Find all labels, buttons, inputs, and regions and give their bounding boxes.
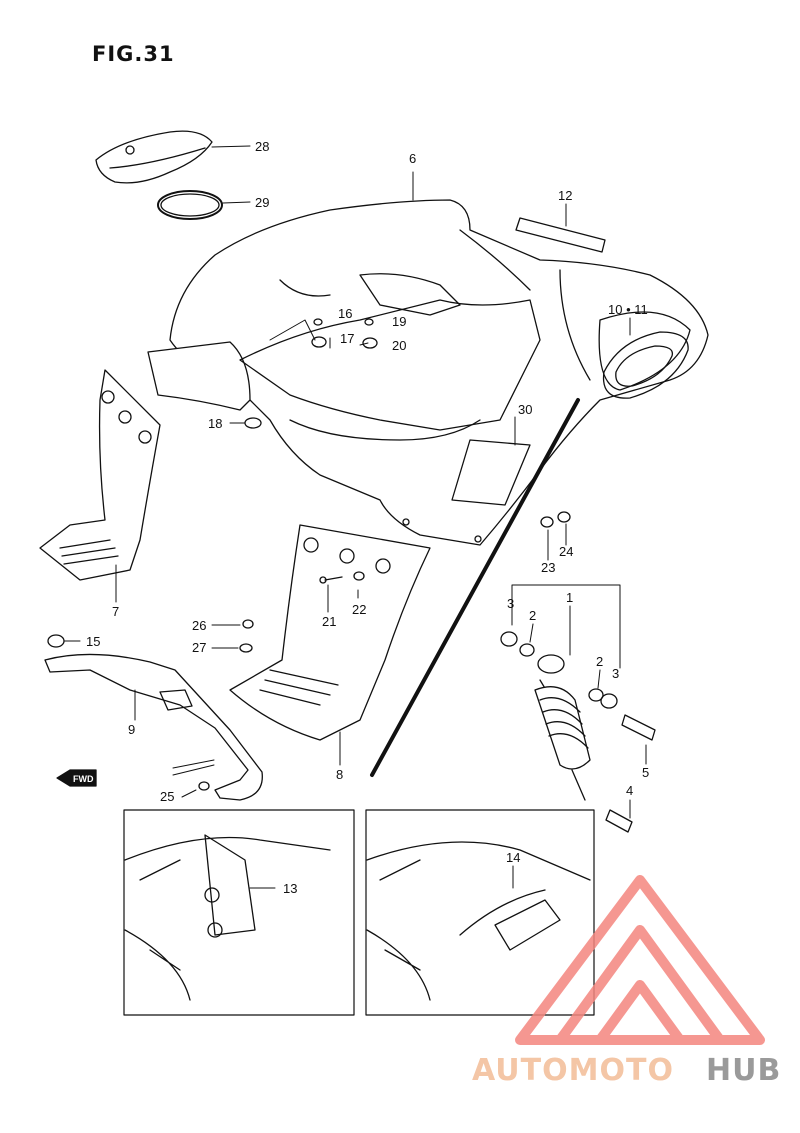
part-number-labels: 28 29 6 12 10 • 11 16 19 17 20 18 30 7 2… xyxy=(73,139,649,896)
label-8: 8 xyxy=(336,767,343,782)
part-5-bolt xyxy=(621,714,656,741)
part-10-11-emblem xyxy=(602,331,689,399)
label-15: 15 xyxy=(86,634,100,649)
label-9: 9 xyxy=(128,722,135,737)
part-24-nut xyxy=(557,511,571,523)
label-10-11: 10 • 11 xyxy=(608,302,648,317)
label-14: 14 xyxy=(506,850,520,865)
label-22: 22 xyxy=(352,602,366,617)
part-12-strip xyxy=(515,217,606,253)
part-25-bolt xyxy=(198,781,210,791)
part-28-pad xyxy=(95,130,213,184)
part-6-rear-fender xyxy=(147,199,709,546)
part-9-bracket xyxy=(44,653,263,801)
label-24: 24 xyxy=(559,544,573,559)
watermark-text: AUTOMOTO HUB xyxy=(472,1053,781,1088)
inset-13-drawing xyxy=(124,834,331,1001)
part-18-nut xyxy=(244,417,262,429)
label-20: 20 xyxy=(392,338,406,353)
part-26-bolt xyxy=(242,619,254,629)
inset-14-drawing xyxy=(366,841,591,1001)
watermark-text-b: HUB xyxy=(706,1053,781,1088)
label-23: 23 xyxy=(541,560,555,575)
part-7-inner-fender xyxy=(39,369,161,581)
part-23-washer xyxy=(540,516,554,528)
part-27-washer xyxy=(239,643,253,653)
watermark-logo xyxy=(515,875,765,1045)
watermark-text-a: AUTOMOTO xyxy=(472,1053,674,1088)
label-3a: 3 xyxy=(507,596,514,611)
part-2-washer-b xyxy=(588,688,604,702)
label-12: 12 xyxy=(558,188,572,203)
label-19: 19 xyxy=(392,314,406,329)
label-6: 6 xyxy=(409,151,416,166)
label-28: 28 xyxy=(255,139,269,154)
label-16: 16 xyxy=(338,306,352,321)
label-29: 29 xyxy=(255,195,269,210)
label-25: 25 xyxy=(160,789,174,804)
part-19-screw xyxy=(364,318,374,326)
part-15-grommet xyxy=(47,634,65,648)
label-17: 17 xyxy=(340,331,354,346)
label-18: 18 xyxy=(208,416,222,431)
part-3-bush-b xyxy=(600,693,618,709)
label-30: 30 xyxy=(518,402,532,417)
part-29-ring xyxy=(157,190,223,220)
label-5: 5 xyxy=(642,765,649,780)
label-7: 7 xyxy=(112,604,119,619)
part-1-shock-absorber xyxy=(534,654,591,801)
part-8-mud-flap xyxy=(229,524,431,741)
label-13: 13 xyxy=(283,881,297,896)
label-27: 27 xyxy=(192,640,206,655)
part-21-screw xyxy=(324,576,343,581)
part-30-plate xyxy=(451,439,531,506)
part-22-washer xyxy=(353,571,365,581)
label-2a: 2 xyxy=(529,608,536,623)
part-16-screw xyxy=(313,318,323,326)
part-2-washer-a xyxy=(519,643,535,657)
inset-box-14 xyxy=(365,809,595,1016)
label-4: 4 xyxy=(626,783,633,798)
label-26: 26 xyxy=(192,618,206,633)
fwd-arrow-icon xyxy=(56,769,97,787)
part-3-bush-a xyxy=(500,631,518,647)
figure-title: FIG.31 xyxy=(92,42,175,66)
part-4-bolt xyxy=(605,809,633,833)
part-17-washer xyxy=(311,336,327,348)
label-21: 21 xyxy=(322,614,336,629)
guide-line xyxy=(370,398,580,777)
fwd-label: FWD xyxy=(73,774,94,784)
part-20-washer xyxy=(362,337,378,349)
label-2b: 2 xyxy=(596,654,603,669)
label-1: 1 xyxy=(566,590,573,605)
label-3b: 3 xyxy=(612,666,619,681)
inset-box-13 xyxy=(123,809,355,1016)
